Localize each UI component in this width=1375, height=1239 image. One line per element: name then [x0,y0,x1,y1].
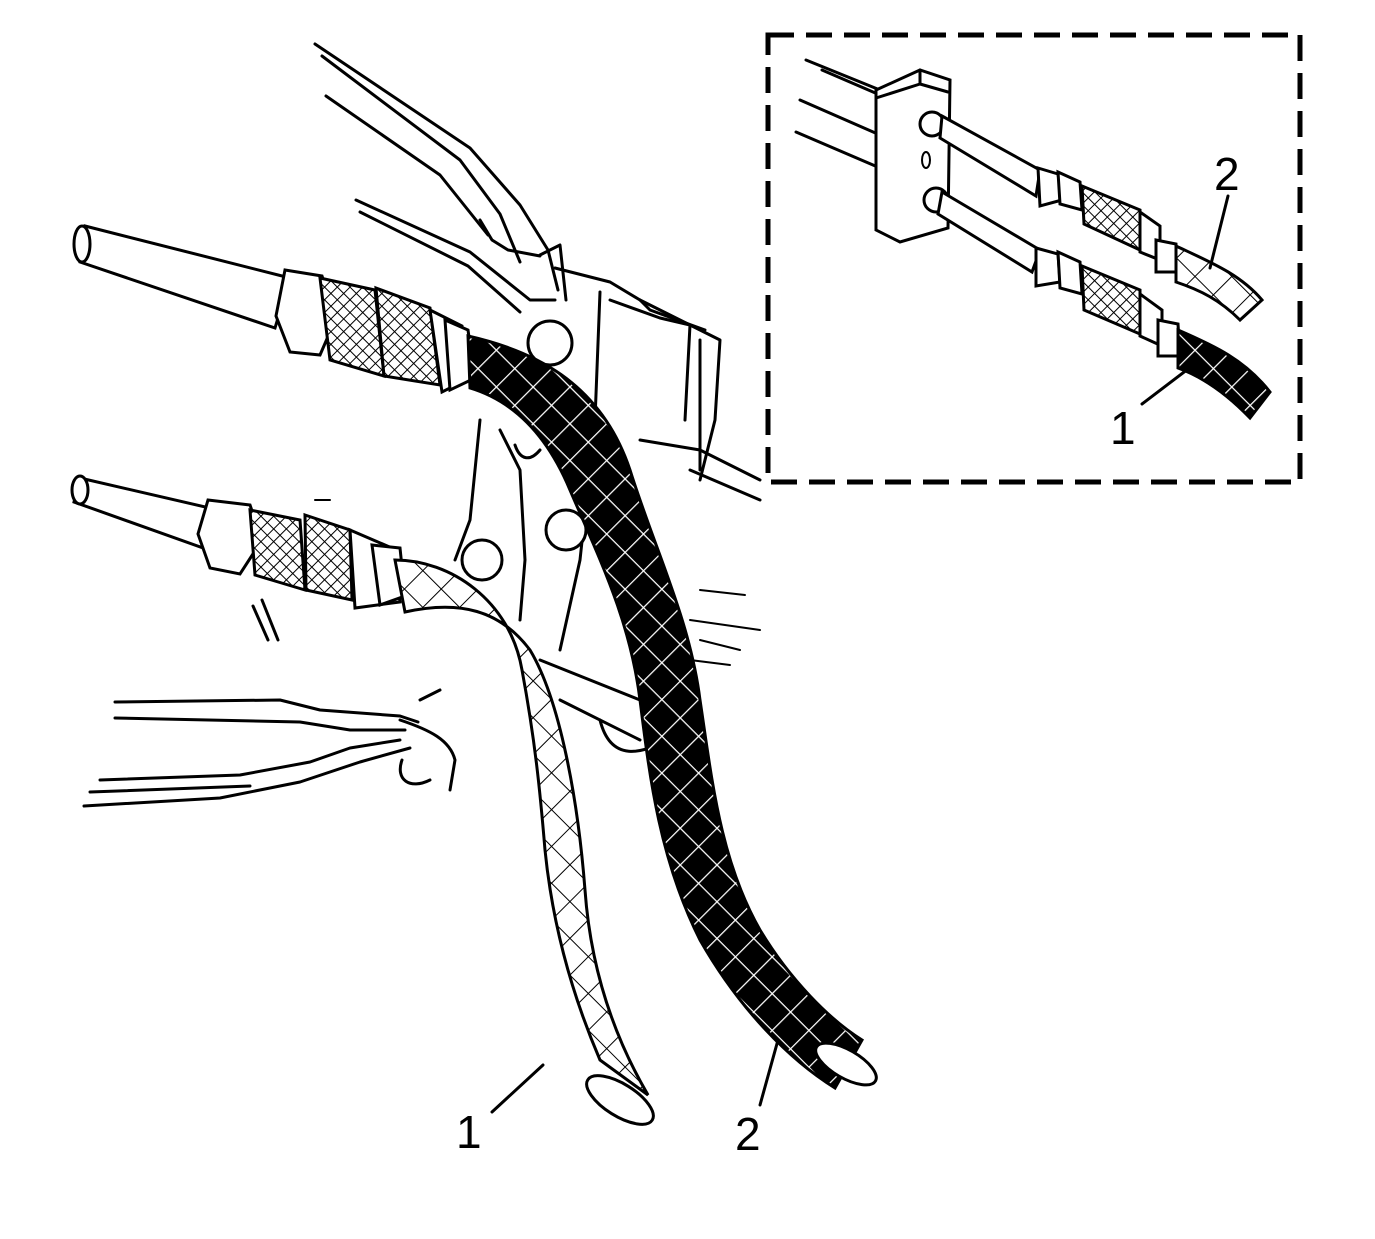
detail-inset: 2 1 [765,32,1303,485]
main-callouts: 1 2 [456,1038,780,1160]
callout-label-hose-2: 2 [735,1108,761,1160]
hose-1-nut [196,498,264,576]
vehicle-frame-background [82,42,762,808]
hose-2-assembly [72,224,878,1091]
inset-dashed-border [765,32,1303,485]
hose-2-braided-line [466,334,865,1091]
hose-1-assembly [70,474,655,1126]
inset-leader-line-hose-1 [1140,364,1194,406]
inset-callout-label-hose-1: 1 [1110,402,1136,454]
hose-2-metal-line [78,224,292,330]
hose-1-braided-line [393,558,650,1097]
inset-callout-label-hose-2: 2 [1214,148,1240,200]
inset-leader-line-hose-2 [1208,194,1230,270]
bolt-upper [526,319,574,367]
leader-line-hose-2 [758,1038,780,1107]
hose-1-metal-line [72,476,216,551]
bolt-lower [460,538,504,582]
hose-2-coupling [318,276,386,379]
leader-line-hose-1 [490,1063,545,1114]
callout-label-hose-1: 1 [456,1106,482,1158]
hose-1-coupling [248,508,307,593]
